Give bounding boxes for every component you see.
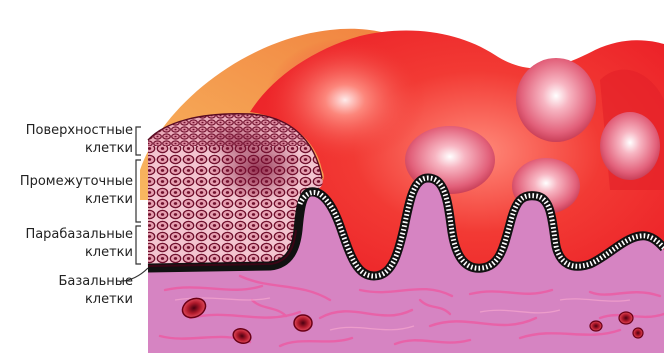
label-intermediate-cells: Промежуточные клетки [20, 173, 133, 209]
invasive-cell-bulb [516, 58, 596, 142]
label-basal-cells: Базальные клетки [59, 273, 134, 309]
label-superficial-cells: Поверхностные клетки [26, 122, 133, 158]
label-parabasal-cells: Парабазальные клетки [25, 226, 133, 262]
invasive-cell-bulb [600, 112, 660, 180]
